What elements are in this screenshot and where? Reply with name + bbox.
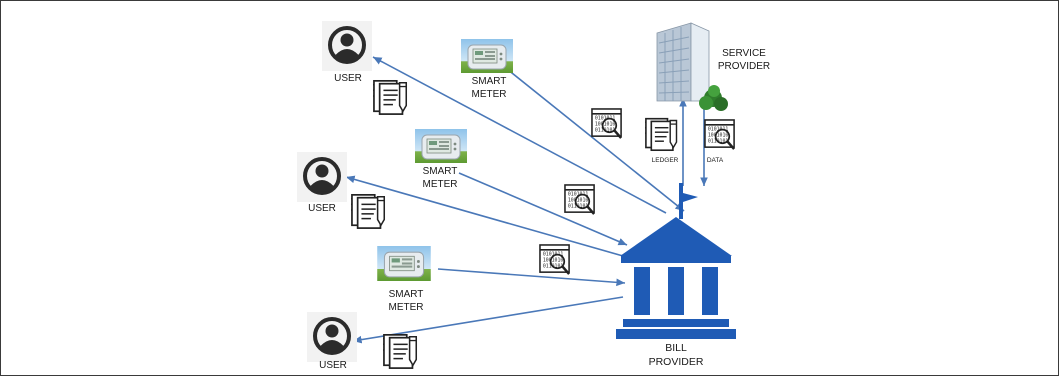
smart-meter-label-line1: SMART <box>388 289 424 300</box>
smart-meter-label: SMART METER <box>418 165 462 191</box>
bill-provider-label: BILL PROVIDER <box>641 341 711 369</box>
arrow-bank-to-user-bottom <box>352 296 624 344</box>
document-icon <box>645 117 678 152</box>
user-icon <box>297 152 347 202</box>
smart-meter-label-line2: METER <box>422 179 458 190</box>
user-label: USER <box>319 360 347 371</box>
smart-meter-label-line2: METER <box>388 302 424 313</box>
arrow-meter-bottom-to-bank <box>437 268 626 287</box>
document-icon <box>383 333 418 369</box>
bill-provider-label-line2: PROVIDER <box>648 356 704 368</box>
data-label: DATA <box>706 157 724 164</box>
arrow-bank-to-user-top <box>372 56 667 214</box>
data-icon <box>704 119 736 151</box>
user-label: USER <box>334 73 362 84</box>
document-icon <box>373 79 408 115</box>
smart-meter-icon <box>415 129 467 163</box>
service-provider-label-line2: PROVIDER <box>717 61 771 72</box>
smart-meter-icon <box>461 39 513 73</box>
smart-meter-label-line2: METER <box>471 89 507 100</box>
arrow-meter-mid-to-bank <box>458 172 628 246</box>
user-label: USER <box>308 203 336 214</box>
document-icon <box>351 193 386 229</box>
smart-meter-label-line1: SMART <box>422 166 458 177</box>
smart-meter-label: SMART METER <box>384 288 428 314</box>
user-icon <box>307 312 357 362</box>
ledger-label: LEDGER <box>651 157 679 164</box>
user-icon <box>322 21 372 71</box>
bill-provider-label-line1: BILL <box>665 342 687 354</box>
service-provider-label: SERVICE PROVIDER <box>714 47 774 73</box>
building-icon <box>656 22 728 111</box>
smart-meter-icon <box>377 246 431 281</box>
smart-meter-label: SMART METER <box>467 75 511 101</box>
data-icon <box>591 108 623 140</box>
data-icon <box>564 184 596 216</box>
arrow-meter-top-to-bank <box>506 68 685 212</box>
service-provider-label-line1: SERVICE <box>722 48 766 59</box>
arrow-bank-to-user-mid <box>345 175 624 257</box>
data-icon <box>539 244 571 276</box>
connection-arrows <box>345 56 708 344</box>
smart-meter-label-line1: SMART <box>471 76 507 87</box>
bank-icon <box>616 183 736 339</box>
